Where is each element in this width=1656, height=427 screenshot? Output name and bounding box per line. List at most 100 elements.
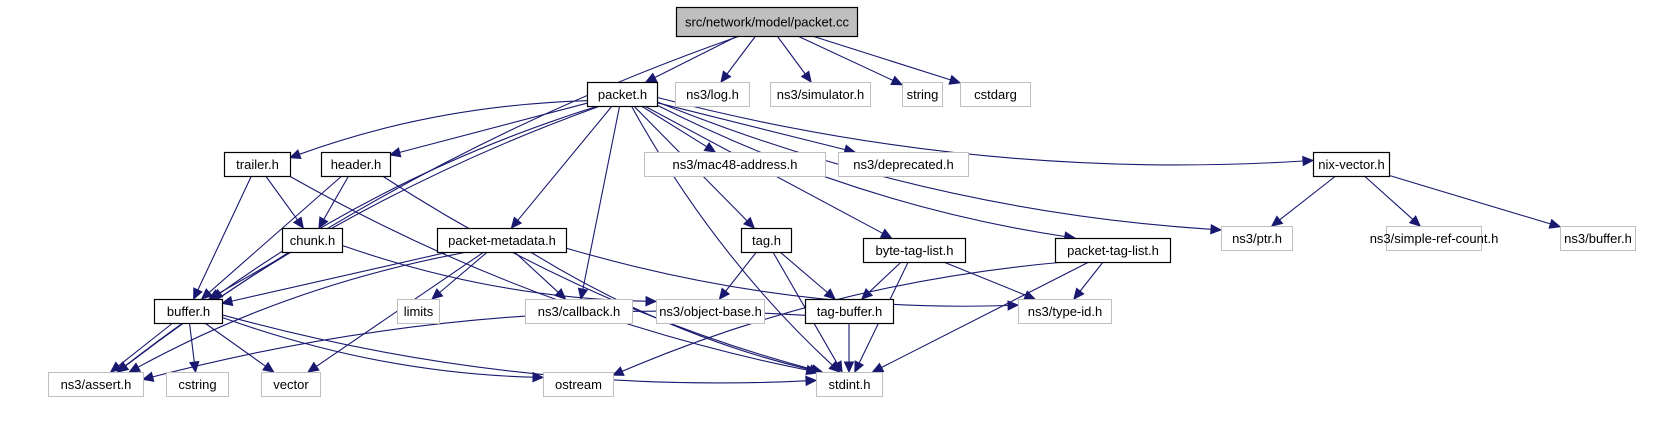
node-buffer-h[interactable]: buffer.h (153, 298, 224, 325)
node-box (436, 227, 568, 254)
node-box (675, 82, 750, 107)
node-packet-tag-list-h[interactable]: packet-tag-list.h (1054, 237, 1172, 264)
node-box (1054, 237, 1172, 264)
nodes-layer: src/network/model/packet.cc packet.h ns3/l… (48, 6, 1636, 397)
node-box (770, 82, 871, 107)
node-box (862, 237, 967, 264)
node-packet-metadata-h[interactable]: packet-metadata.h (436, 227, 568, 254)
node-label: ns3/deprecated.h (853, 157, 953, 172)
arrowhead-chunk_h-to-buffer_h (207, 289, 221, 300)
arrowhead-packet_metadata_h-to-vector (307, 361, 320, 373)
node-label: trailer.h (236, 157, 279, 172)
edge-header_h-to-stdint_h (382, 175, 813, 370)
node-nix-vector-h[interactable]: nix-vector.h (1312, 151, 1391, 178)
arrowhead-buffer_h-to-stdint_h (805, 375, 818, 387)
arrowhead-packet_cc-to-simulator_h (800, 70, 812, 83)
node-byte-tag-list-h[interactable]: byte-tag-list.h (862, 237, 967, 264)
arrowhead-nix_vector_h-to-ptr_h (1270, 215, 1284, 227)
node-box (320, 151, 392, 178)
edge-byte_tag_list_h-to-tag_buffer_h (868, 261, 902, 293)
node-box (960, 82, 1031, 107)
arrowhead-packet_cc-to-log_h (720, 70, 732, 83)
node-ostream: ostream (543, 372, 614, 397)
node-box (816, 372, 883, 397)
edge-buffer_h-to-ostream (221, 316, 534, 378)
edge-packet_h-to-mac48_h (641, 105, 707, 148)
node-label: string (907, 87, 939, 102)
node-label: ns3/mac48-address.h (672, 157, 797, 172)
node-label: stdint.h (829, 377, 871, 392)
node-ns3-buffer-h: ns3/buffer.h (1560, 226, 1636, 251)
arrowhead-header_h-to-buffer_h (200, 288, 214, 300)
edge-packet_h-to-buffer_h (219, 105, 599, 294)
edge-packet_cc-to-string (797, 35, 894, 81)
arrowhead-packet_metadata_h-to-callback_h (554, 287, 567, 300)
edge-trailer_h-to-stdint_h (289, 175, 808, 371)
node-box (1386, 226, 1482, 251)
node-type-id-h: ns3/type-id.h (1018, 299, 1112, 324)
arrowhead-packet_metadata_h-to-type_id_h (1007, 300, 1020, 311)
edge-packet_h-to-ptr_h (656, 101, 1212, 230)
edge-packet_h-to-packet_tag_list_h (656, 104, 1065, 238)
node-cstring: cstring (166, 372, 229, 397)
arrowhead-packet_h-to-callback_h (577, 287, 589, 301)
node-label: chunk.h (290, 233, 336, 248)
edge-packet_cc-to-log_h (726, 35, 757, 75)
arrowhead-packet_h-to-trailer_h (288, 149, 302, 160)
arrowhead-packet_h-to-packet_metadata_h (510, 216, 523, 229)
node-box (261, 372, 321, 397)
node-label: packet-metadata.h (448, 233, 556, 248)
edge-packet_h-to-stdint_h (630, 105, 833, 366)
edge-packet_cc-to-cstdarg (812, 35, 951, 81)
node-label: packet.h (598, 87, 647, 102)
node-box (804, 298, 895, 325)
arrowhead-packet_h-to-tag_h (742, 216, 756, 229)
arrowhead-tag_h-to-object_base_h (718, 287, 731, 300)
arrowhead-nix_vector_h-to-simple_ref_count_h (1408, 215, 1422, 227)
arrowhead-packet_tag_list_h-to-type_id_h (1073, 287, 1085, 300)
node-tag-h[interactable]: tag.h (740, 227, 793, 254)
node-cstdarg: cstdarg (960, 82, 1031, 107)
node-box (656, 299, 765, 324)
arrowhead-buffer_h-to-assert_h (109, 361, 123, 373)
node-box (1221, 226, 1293, 251)
node-packet-h[interactable]: packet.h (586, 81, 659, 108)
node-header-h[interactable]: header.h (320, 151, 392, 178)
node-box (48, 372, 144, 397)
edge-packet_tag_list_h-to-stdint_h (881, 261, 1090, 368)
arrowhead-header_h-to-chunk_h (318, 216, 329, 230)
node-ptr-h: ns3/ptr.h (1221, 226, 1293, 251)
node-box (675, 6, 859, 38)
node-chunk-h[interactable]: chunk.h (281, 227, 344, 254)
node-assert-h: ns3/assert.h (48, 372, 144, 397)
edge-nix_vector_h-to-ptr_h (1279, 175, 1337, 221)
node-box (644, 152, 826, 177)
node-trailer-h[interactable]: trailer.h (223, 151, 292, 178)
arrowhead-packet_h-to-byte_tag_list_h (879, 228, 893, 239)
node-label: limits (404, 304, 434, 319)
edge-packet_metadata_h-to-buffer_h (231, 251, 449, 302)
node-box (586, 81, 659, 108)
arrowhead-nix_vector_h-to-ns3_buffer_h (1548, 218, 1562, 229)
edge-packet_metadata_h-to-type_id_h (565, 247, 1009, 307)
node-stdint-h: stdint.h (816, 372, 883, 397)
node-callback-h: ns3/callback.h (525, 299, 633, 324)
arrowhead-trailer_h-to-chunk_h (292, 216, 305, 229)
node-label: buffer.h (167, 304, 210, 319)
node-label: header.h (331, 157, 382, 172)
arrowhead-packet_tag_list_h-to-ostream (611, 366, 625, 376)
arrowhead-tag_buffer_h-to-stdint_h (843, 361, 855, 374)
node-box (1560, 226, 1636, 251)
node-label: ns3/simple-ref-count.h (1370, 231, 1499, 246)
edge-packet_metadata_h-to-limits (439, 251, 488, 293)
arrowhead-packet_tag_list_h-to-stdint_h (871, 362, 885, 373)
node-limits: limits (397, 299, 440, 324)
node-box (1312, 151, 1391, 178)
edge-trailer_h-to-buffer_h (197, 175, 252, 291)
node-tag-buffer-h[interactable]: tag-buffer.h (804, 298, 895, 325)
node-label: cstdarg (974, 87, 1017, 102)
node-packet-cc[interactable]: src/network/model/packet.cc (675, 6, 859, 38)
edge-packet_h-to-header_h (399, 102, 588, 153)
node-label: ns3/log.h (686, 87, 739, 102)
